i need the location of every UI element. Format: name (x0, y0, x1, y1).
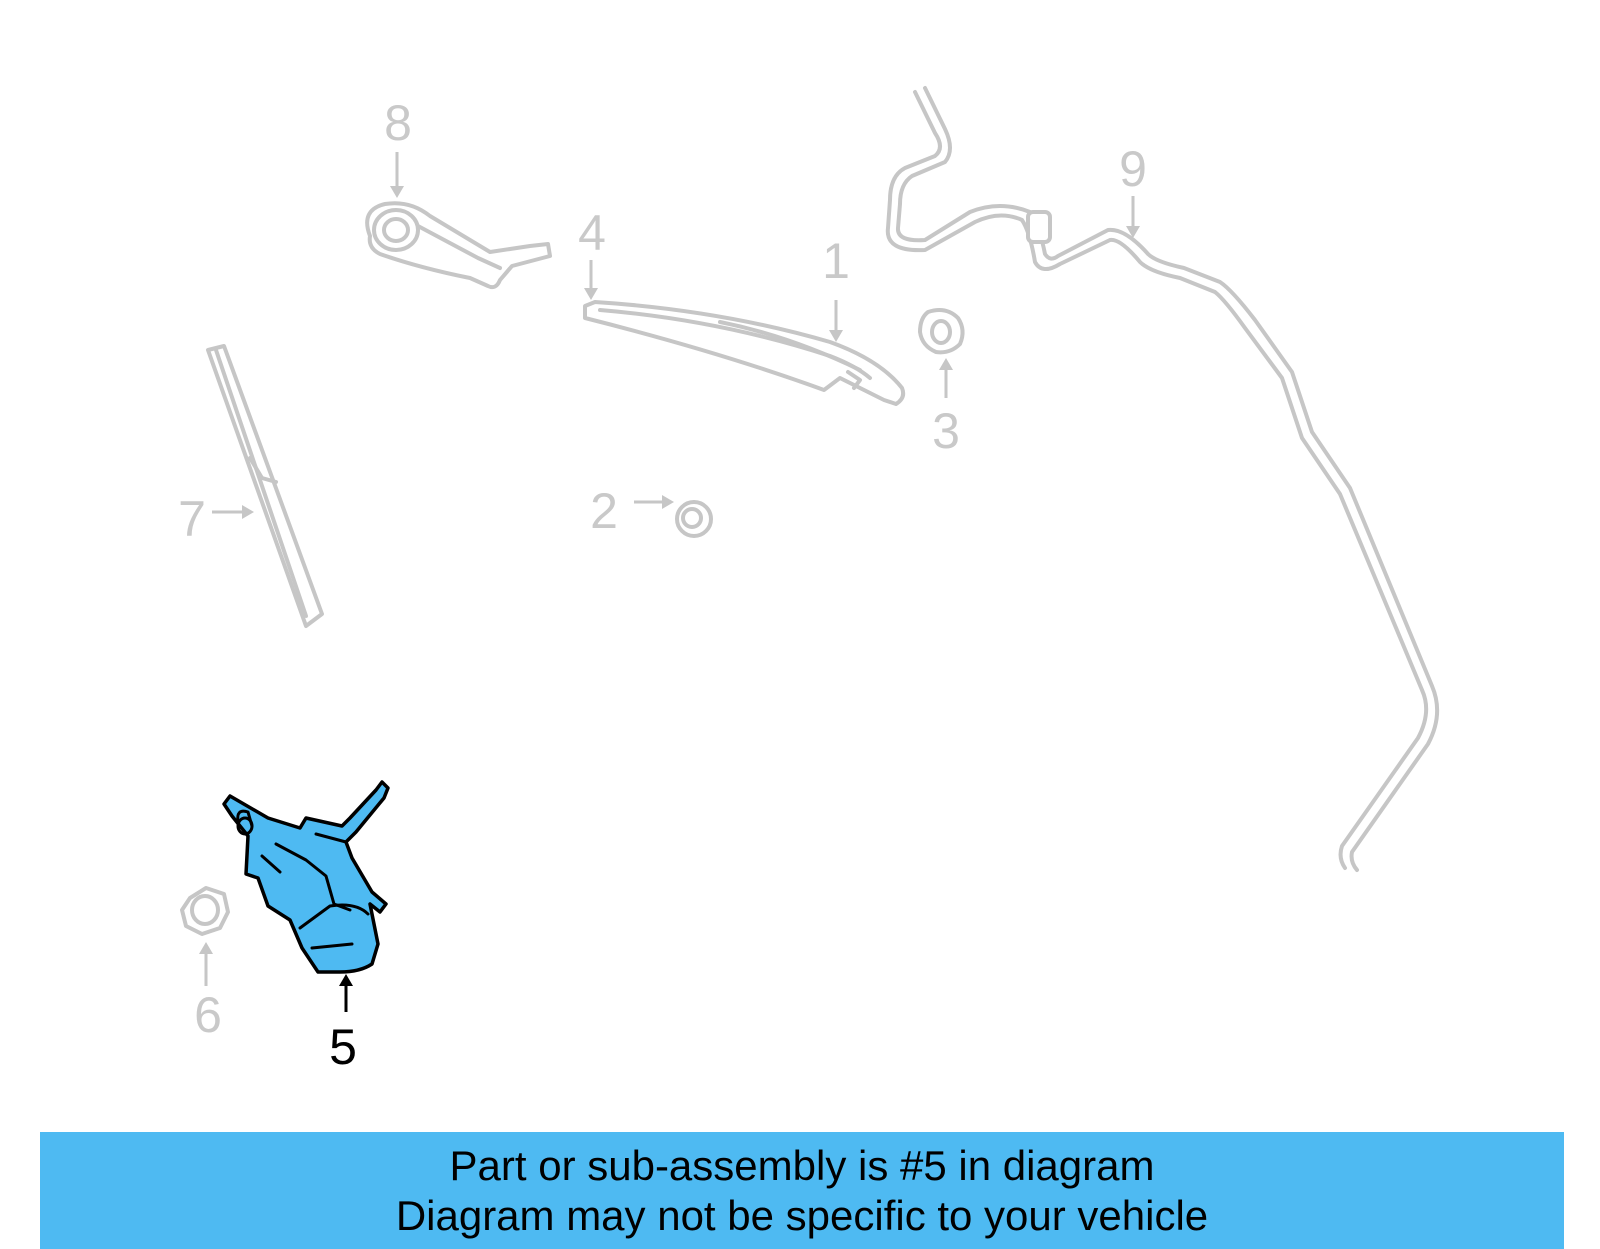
part-7-blade-insert (206, 344, 324, 628)
part-2-grommet (675, 500, 713, 538)
callout-1: 1 (822, 233, 850, 289)
callout-3: 3 (932, 403, 960, 459)
callout-8: 8 (384, 95, 412, 151)
callout-5[interactable]: 5 (329, 1019, 357, 1075)
callout-4: 4 (578, 205, 606, 261)
banner-line-1: Part or sub-assembly is #5 in diagram (449, 1142, 1155, 1189)
callout-2: 2 (590, 483, 618, 539)
part-6-nut (180, 886, 230, 936)
callout-7: 7 (178, 491, 206, 547)
part-5-wiper-motor[interactable] (222, 780, 390, 974)
part-3-nut (918, 308, 965, 355)
part-1-wiper-arm (583, 300, 906, 406)
callout-9: 9 (1119, 141, 1147, 197)
banner-line-2: Diagram may not be specific to your vehi… (395, 1192, 1209, 1239)
part-9-washer-hose (885, 86, 1440, 872)
callout-6: 6 (194, 987, 222, 1043)
part-8-arm-cap (365, 201, 552, 290)
callout-leaders (199, 152, 1140, 1012)
info-banner: Part or sub-assembly is #5 in diagram Di… (40, 1132, 1564, 1249)
